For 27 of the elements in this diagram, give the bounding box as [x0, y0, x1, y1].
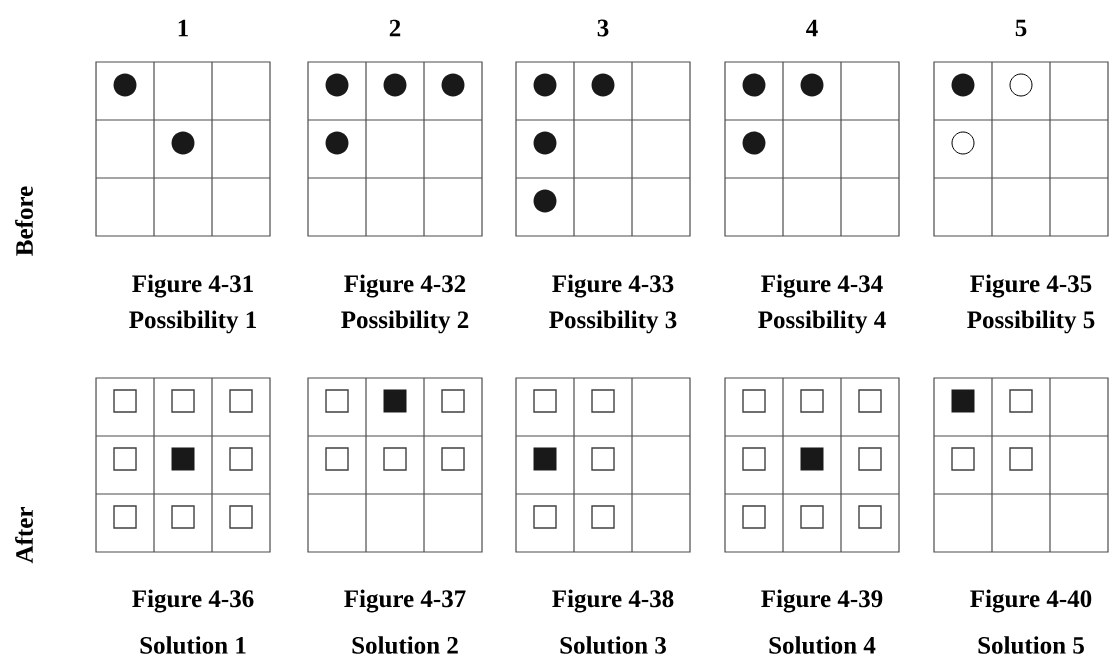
caption-subtitle: Solution 4: [769, 636, 876, 654]
figure-caption: Figure 4-31: [132, 274, 253, 298]
figure-caption: Figure 4-37: [344, 589, 466, 613]
caption-subtitle: Solution 3: [560, 636, 666, 654]
row-label: Before: [15, 186, 33, 256]
column-number: 3: [597, 19, 609, 37]
caption-subtitle: Possibility 5: [967, 310, 1095, 334]
figure-caption: Figure 4-32: [344, 274, 466, 298]
column-number: 2: [389, 19, 401, 37]
figure-caption: Figure 4-34: [761, 274, 883, 298]
column-number: 5: [1015, 19, 1027, 37]
figure-caption: Figure 4-38: [552, 589, 674, 613]
caption-subtitle: Solution 1: [140, 636, 246, 654]
column-number: 1: [178, 19, 188, 37]
figure-caption: Figure 4-40: [970, 589, 1092, 613]
row-label: After: [15, 507, 33, 564]
caption-subtitle: Possibility 4: [758, 310, 886, 334]
figure-caption: Figure 4-36: [132, 589, 254, 613]
figure-caption: Figure 4-35: [970, 274, 1092, 298]
caption-subtitle: Possibility 2: [341, 310, 469, 334]
caption-subtitle: Possibility 1: [129, 310, 256, 334]
caption-subtitle: Possibility 3: [549, 310, 677, 334]
figure-caption: Figure 4-33: [552, 274, 674, 298]
caption-subtitle: Solution 5: [978, 636, 1084, 654]
caption-subtitle: Solution 2: [352, 636, 458, 654]
figure-caption: Figure 4-39: [761, 589, 883, 613]
column-number: 4: [806, 19, 818, 37]
